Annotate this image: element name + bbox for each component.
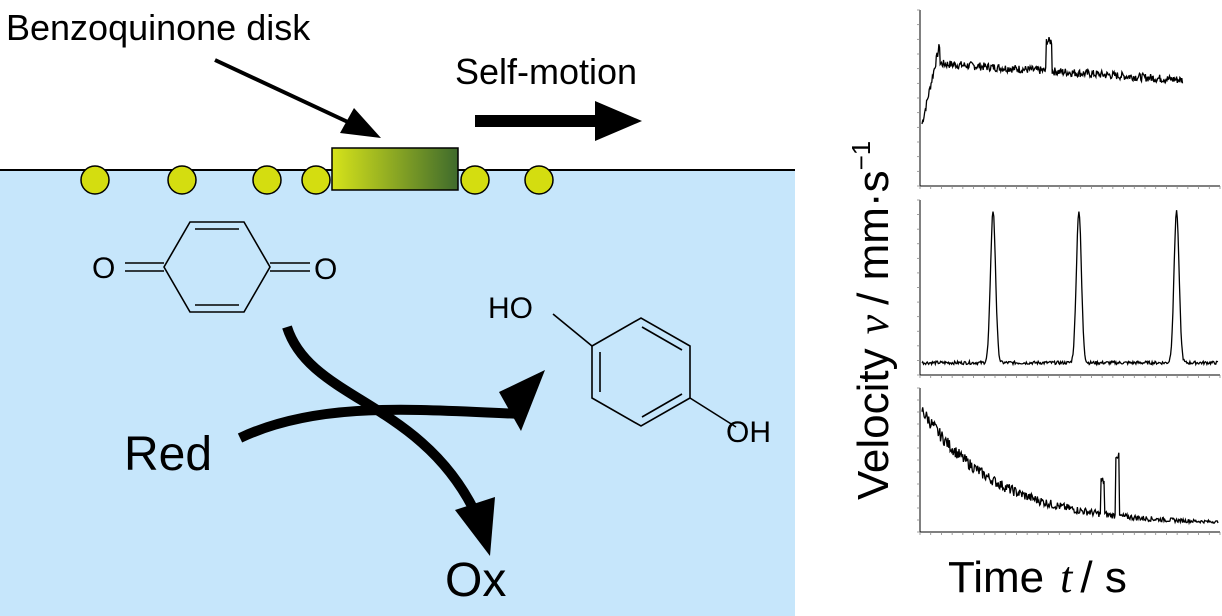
particle bbox=[252, 165, 282, 195]
y-axis-label: Velocityv/ mm·s−1 bbox=[846, 141, 898, 500]
particle bbox=[167, 165, 197, 195]
hydroquinone-molecule bbox=[552, 313, 737, 428]
particle bbox=[524, 165, 554, 195]
particle bbox=[80, 165, 110, 195]
benzoquinone-molecule bbox=[125, 221, 310, 313]
oxygen-left-label: O bbox=[92, 252, 115, 285]
self-motion-label: Self-motion bbox=[455, 51, 637, 92]
velocity-trace bbox=[921, 407, 1219, 526]
disk-label: Benzoquinone disk bbox=[6, 7, 311, 48]
oxidation-arrow bbox=[282, 325, 495, 556]
water-region bbox=[0, 170, 795, 616]
hydroxyl-top-label: HO bbox=[488, 292, 533, 325]
self-motion-arrow bbox=[475, 101, 642, 141]
particle bbox=[460, 165, 490, 195]
surface-particles bbox=[80, 165, 554, 195]
velocity-panel-2 bbox=[917, 199, 1221, 378]
velocity-trace bbox=[921, 210, 1219, 367]
ox-label: Ox bbox=[445, 554, 506, 607]
hydroxyl-bottom-label: OH bbox=[726, 416, 771, 449]
disk-pointer-arrow bbox=[214, 58, 381, 138]
benzoquinone-disk bbox=[331, 147, 459, 191]
particle bbox=[301, 165, 331, 195]
velocity-panel-3 bbox=[917, 387, 1221, 535]
oxygen-right-label: O bbox=[314, 253, 337, 286]
velocity-panel-1 bbox=[917, 9, 1221, 189]
velocity-trace bbox=[921, 36, 1184, 125]
red-label: Red bbox=[124, 428, 212, 481]
velocity-plots bbox=[917, 9, 1221, 535]
